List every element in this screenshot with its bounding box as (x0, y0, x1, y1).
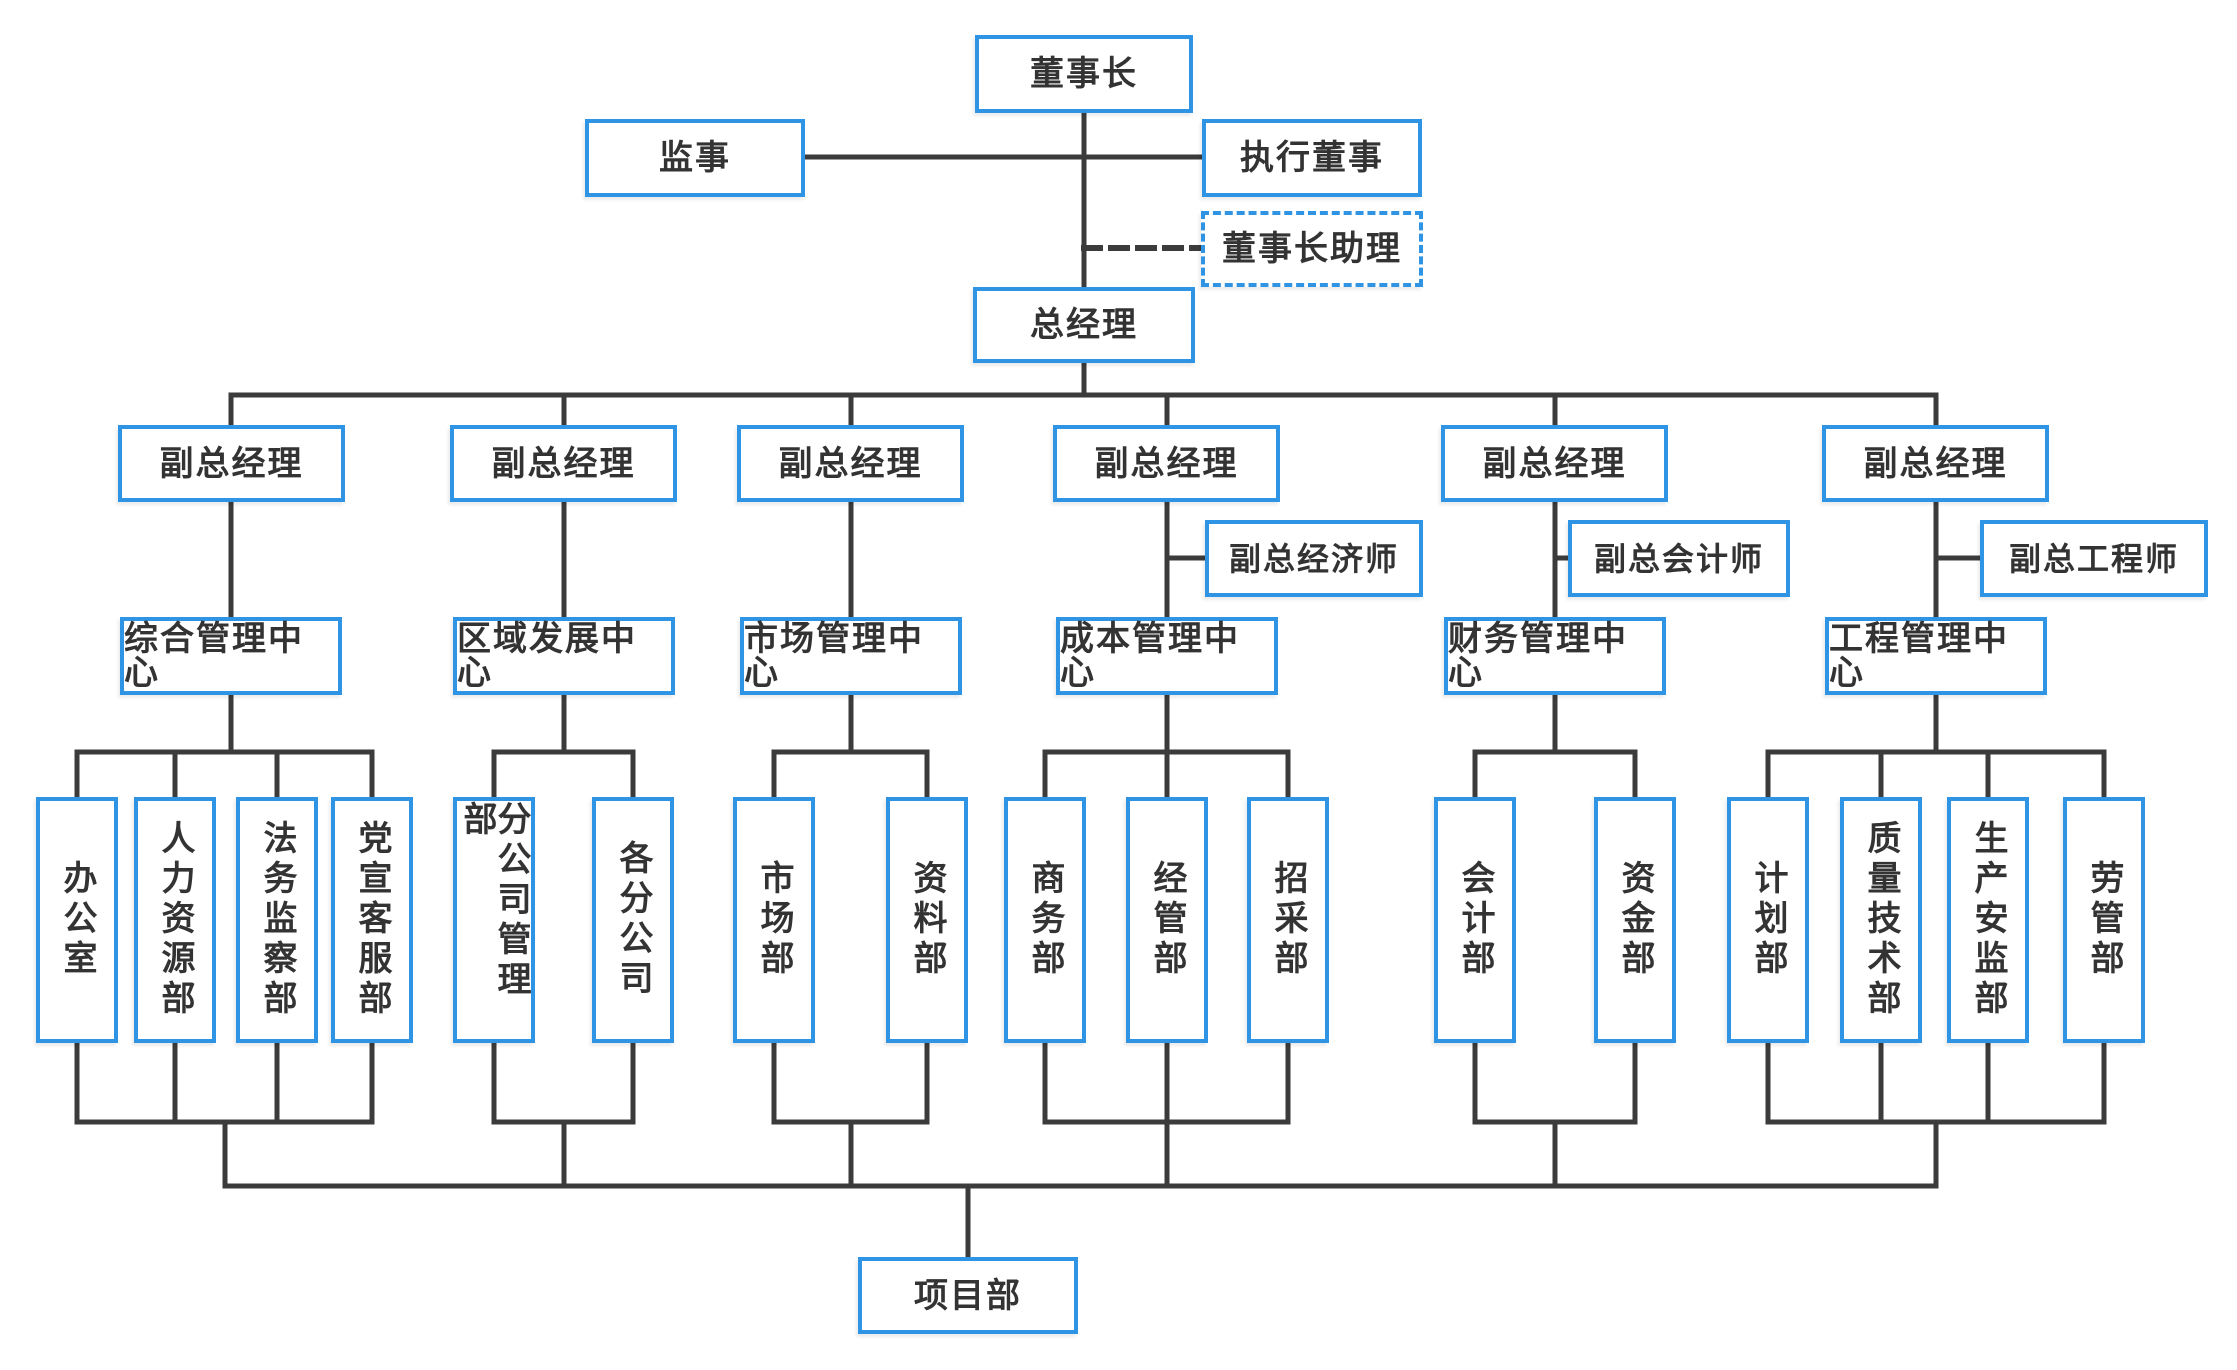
node-deputy-chief-engineer[interactable]: 副总工程师 (1980, 520, 2208, 597)
node-label: 招采部 (1269, 860, 1307, 980)
node-dept-branch-management[interactable]: 分公司管理部 (453, 797, 535, 1043)
node-dept-commerce[interactable]: 商务部 (1004, 797, 1086, 1043)
node-label: 法务监察部 (258, 820, 296, 1020)
connector-group6-lower (1765, 1040, 2107, 1189)
node-label: 综合管理中心 (124, 620, 304, 692)
node-dept-human-resources[interactable]: 人力资源部 (134, 797, 216, 1043)
node-dept-office[interactable]: 办公室 (36, 797, 118, 1043)
node-regional-development-center[interactable]: 区域发展中心 (453, 617, 675, 695)
node-label: 资金部 (1616, 860, 1654, 980)
node-label: 副总经理 (159, 444, 304, 483)
node-label: 项目部 (914, 1276, 1022, 1315)
node-label: 副总经理 (1482, 444, 1627, 483)
node-label: 副总经济师 (1228, 540, 1399, 577)
node-label: 董事长助理 (1222, 230, 1402, 268)
node-label: 总经理 (1030, 306, 1138, 344)
node-dept-archives[interactable]: 资料部 (886, 797, 968, 1043)
node-label: 副总经理 (1863, 444, 2008, 483)
node-dept-quality-technology[interactable]: 质量技术部 (1840, 797, 1922, 1043)
node-label: 各分公司 (614, 840, 652, 1000)
node-deputy-gm-1[interactable]: 副总经理 (118, 425, 345, 502)
connector-dgm-drops (228, 392, 1939, 428)
node-deputy-gm-2[interactable]: 副总经理 (450, 425, 677, 502)
node-dept-operations-management[interactable]: 经管部 (1126, 797, 1208, 1043)
node-label: 办公室 (58, 860, 96, 980)
connector-group2-upper (491, 692, 636, 800)
node-label: 市场管理中心 (744, 620, 924, 692)
node-label: 工程管理中心 (1829, 620, 2009, 692)
node-label: 计划部 (1749, 860, 1787, 980)
node-label: 资料部 (908, 860, 946, 980)
connector-group4-upper (1042, 692, 1291, 800)
node-label: 副总会计师 (1593, 540, 1764, 577)
node-executive-director[interactable]: 执行董事 (1202, 119, 1422, 197)
node-dept-planning[interactable]: 计划部 (1727, 797, 1809, 1043)
connector-group2-lower (491, 1040, 636, 1189)
node-deputy-gm-6[interactable]: 副总经理 (1822, 425, 2049, 502)
node-label: 区域发展中心 (457, 620, 637, 692)
node-label: 董事长 (1030, 55, 1138, 93)
node-dept-accounting[interactable]: 会计部 (1434, 797, 1516, 1043)
node-label: 质量技术部 (1862, 820, 1900, 1020)
node-dept-branch-companies[interactable]: 各分公司 (592, 797, 674, 1043)
node-project-department[interactable]: 项目部 (858, 1257, 1078, 1334)
node-label: 经管部 (1148, 860, 1186, 980)
node-deputy-gm-4[interactable]: 副总经理 (1053, 425, 1280, 502)
node-label: 副总工程师 (2008, 540, 2179, 577)
node-chairman[interactable]: 董事长 (975, 35, 1193, 113)
node-label: 成本管理中心 (1060, 620, 1240, 692)
node-dept-labor-management[interactable]: 劳管部 (2063, 797, 2145, 1043)
connector-group4-lower (1042, 1040, 1291, 1189)
node-supervisor[interactable]: 监事 (585, 119, 805, 197)
node-label: 商务部 (1026, 860, 1064, 980)
node-general-manager[interactable]: 总经理 (973, 287, 1195, 363)
node-label: 人力资源部 (156, 820, 194, 1020)
node-chairman-assistant[interactable]: 董事长助理 (1201, 211, 1423, 287)
node-dept-market[interactable]: 市场部 (733, 797, 815, 1043)
node-label: 执行董事 (1240, 139, 1384, 177)
node-label: 副总经理 (778, 444, 923, 483)
connector-group1-upper (74, 692, 375, 800)
connector-group5-lower (1472, 1040, 1638, 1189)
node-dept-production-safety[interactable]: 生产安监部 (1947, 797, 2029, 1043)
node-label: 市场部 (755, 860, 793, 980)
node-cost-management-center[interactable]: 成本管理中心 (1056, 617, 1278, 695)
node-label: 会计部 (1456, 860, 1494, 980)
node-label: 副总经理 (1094, 444, 1239, 483)
node-deputy-chief-accountant[interactable]: 副总会计师 (1568, 520, 1790, 597)
node-deputy-gm-5[interactable]: 副总经理 (1441, 425, 1668, 502)
node-label: 劳管部 (2085, 860, 2123, 980)
connector-group1-lower (74, 1040, 375, 1189)
node-market-management-center[interactable]: 市场管理中心 (740, 617, 962, 695)
node-label: 副总经理 (491, 444, 636, 483)
node-dept-party-publicity-customer-service[interactable]: 党宣客服部 (331, 797, 413, 1043)
node-deputy-chief-economist[interactable]: 副总经济师 (1205, 520, 1423, 597)
node-label: 分公司管理部 (458, 801, 530, 1001)
node-label: 财务管理中心 (1448, 620, 1628, 692)
connector-group5-upper (1472, 692, 1638, 800)
node-label: 党宣客服部 (353, 820, 391, 1020)
connector-group3-lower (771, 1040, 930, 1189)
node-deputy-gm-3[interactable]: 副总经理 (737, 425, 964, 502)
node-comprehensive-management-center[interactable]: 综合管理中心 (120, 617, 342, 695)
connector-group6-upper (1765, 692, 2107, 800)
connector-group3-upper (771, 692, 930, 800)
node-label: 生产安监部 (1969, 820, 2007, 1020)
node-dept-funds[interactable]: 资金部 (1594, 797, 1676, 1043)
node-dept-bidding-procurement[interactable]: 招采部 (1247, 797, 1329, 1043)
node-finance-management-center[interactable]: 财务管理中心 (1444, 617, 1666, 695)
node-dept-legal-supervision[interactable]: 法务监察部 (236, 797, 318, 1043)
node-engineering-management-center[interactable]: 工程管理中心 (1825, 617, 2047, 695)
node-label: 监事 (659, 139, 731, 177)
